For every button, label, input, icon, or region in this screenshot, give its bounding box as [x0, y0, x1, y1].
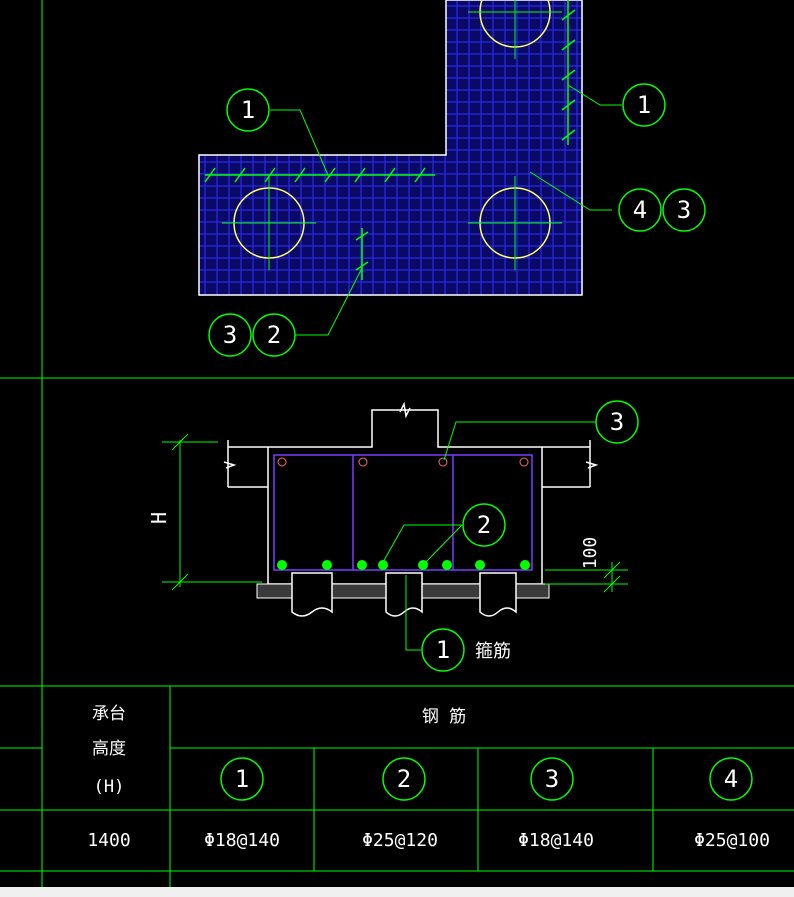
svg-text:3: 3 — [677, 196, 691, 224]
bubble-plan-1a: 1 — [226, 88, 270, 132]
rebar-table: 承台 高度 (H) 钢 筋 1 2 3 4 1400 Φ18@140 Φ25@1… — [0, 686, 794, 887]
dimension-100 — [545, 561, 628, 593]
svg-text:3: 3 — [610, 408, 624, 436]
table-rebar-4-value: Φ25@100 — [694, 830, 770, 851]
bubble-section-3: 3 — [595, 400, 639, 444]
pile-cap-outline — [198, 0, 583, 296]
table-header-height-1: 承台 — [92, 704, 126, 724]
svg-text:1: 1 — [637, 91, 651, 119]
svg-text:1: 1 — [436, 636, 450, 664]
bubble-section-1: 1 — [421, 628, 465, 672]
section-rebar-cage — [273, 454, 533, 571]
svg-text:2: 2 — [267, 321, 281, 349]
top-bars — [277, 457, 529, 467]
bubble-plan-2: 2 — [252, 313, 296, 357]
rebar-number-4: 4 — [709, 757, 753, 801]
table-header-height-2: 高度 — [92, 739, 126, 759]
dimension-h — [162, 433, 262, 591]
table-rebar-1-value: Φ18@140 — [204, 830, 280, 851]
dimension-100-label: 100 — [580, 537, 601, 570]
rebar-number-2: 2 — [382, 757, 426, 801]
bubble-plan-4: 4 — [618, 188, 662, 232]
svg-text:3: 3 — [223, 321, 237, 349]
bottom-strip — [0, 887, 794, 897]
stirrup-label: 箍筋 — [475, 641, 511, 662]
svg-text:1: 1 — [241, 96, 255, 124]
table-lines — [0, 686, 794, 887]
pile-crosshairs — [222, 0, 562, 270]
top-rebar-line — [204, 0, 576, 280]
rebar-number-1: 1 — [220, 757, 264, 801]
table-header-height-3: (H) — [94, 777, 125, 797]
svg-text:2: 2 — [397, 765, 411, 793]
svg-text:1: 1 — [235, 765, 249, 793]
table-height-value: 1400 — [87, 830, 130, 851]
table-rebar-2-value: Φ25@120 — [362, 830, 438, 851]
svg-text:4: 4 — [633, 196, 647, 224]
bubble-plan-3b: 3 — [208, 313, 252, 357]
svg-text:4: 4 — [724, 765, 738, 793]
section-outline — [223, 401, 599, 585]
bottom-bars — [277, 560, 530, 570]
bubble-plan-1b: 1 — [622, 83, 666, 127]
section-view: H 100 3 2 1 箍筋 — [147, 400, 639, 672]
dimension-h-label: H — [147, 512, 171, 524]
plan-view: 1 1 4 3 3 2 — [198, 0, 706, 357]
bubble-plan-3a: 3 — [662, 188, 706, 232]
bubble-section-2: 2 — [462, 503, 506, 547]
section-leaders — [381, 421, 596, 651]
section-piles — [291, 572, 517, 617]
svg-text:3: 3 — [545, 765, 559, 793]
table-header-rebar: 钢 筋 — [422, 707, 466, 727]
svg-text:2: 2 — [477, 511, 491, 539]
table-rebar-3-value: Φ18@140 — [518, 830, 594, 851]
rebar-number-3: 3 — [530, 757, 574, 801]
plan-leaders — [270, 84, 622, 336]
